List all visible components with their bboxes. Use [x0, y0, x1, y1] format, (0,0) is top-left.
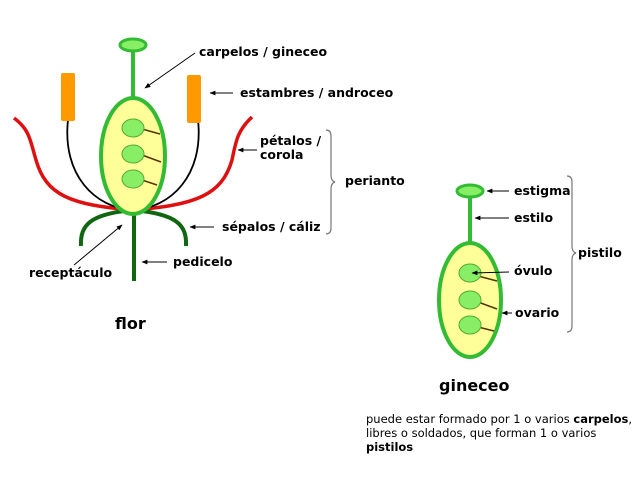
arrow-receptaculo: [73, 224, 123, 266]
gineceo-description: puede estar formado por 1 o varios carpe…: [366, 412, 636, 454]
desc-text-2: , libres o soldados, que forman 1 o vari…: [366, 412, 633, 440]
ovule: [458, 315, 482, 335]
label-ovario: ovario: [515, 305, 560, 320]
label-carpelos: carpelos / gineceo: [199, 44, 328, 59]
ovule: [121, 144, 145, 164]
funicle: [141, 128, 161, 135]
label-perianto: perianto: [345, 173, 405, 188]
ovule: [121, 169, 145, 189]
gineceo-title: gineceo: [439, 376, 510, 395]
funicle: [477, 301, 498, 310]
label-pistilo: pistilo: [578, 245, 622, 260]
perianto-brace: [325, 129, 336, 235]
flower-diagram: carpelos / gineceo estambres / androceo …: [12, 37, 405, 333]
desc-bold-pistilos: pistilos: [366, 440, 414, 454]
label-petalos-line2: corola: [260, 147, 303, 162]
label-estilo: estilo: [514, 210, 553, 225]
anther-right: [187, 75, 201, 123]
desc-bold-carpelos: carpelos: [573, 412, 629, 426]
stigma: [455, 183, 485, 199]
label-ovulo: óvulo: [514, 263, 553, 278]
label-estigma: estigma: [514, 183, 571, 198]
funicle: [477, 275, 498, 282]
label-estambres: estambres / androceo: [240, 85, 394, 100]
flor-title: flor: [115, 314, 146, 333]
stigma: [118, 37, 148, 53]
ovule: [458, 290, 482, 310]
funicle: [141, 179, 158, 186]
petal-left: [12, 116, 134, 212]
desc-text-1: puede estar formado por 1 o varios: [366, 412, 574, 426]
sepal-left: [78, 208, 134, 247]
label-pedicelo: pedicelo: [173, 254, 233, 269]
sepal-right: [132, 208, 189, 247]
petal-right: [132, 115, 254, 212]
label-petalos-line1: pétalos /: [260, 133, 322, 148]
anther-left: [61, 73, 75, 121]
funicle: [141, 154, 162, 163]
arrow-carpelos: [144, 52, 196, 89]
label-receptaculo: receptáculo: [29, 265, 112, 280]
pistilo-brace: [566, 175, 577, 333]
arrow-ovulo: [471, 270, 510, 276]
ovule: [121, 118, 145, 138]
gynoecium-diagram: estigma estilo óvulo ovario pistilo gine…: [437, 175, 622, 395]
label-sepalos: sépalos / cáliz: [222, 219, 321, 234]
